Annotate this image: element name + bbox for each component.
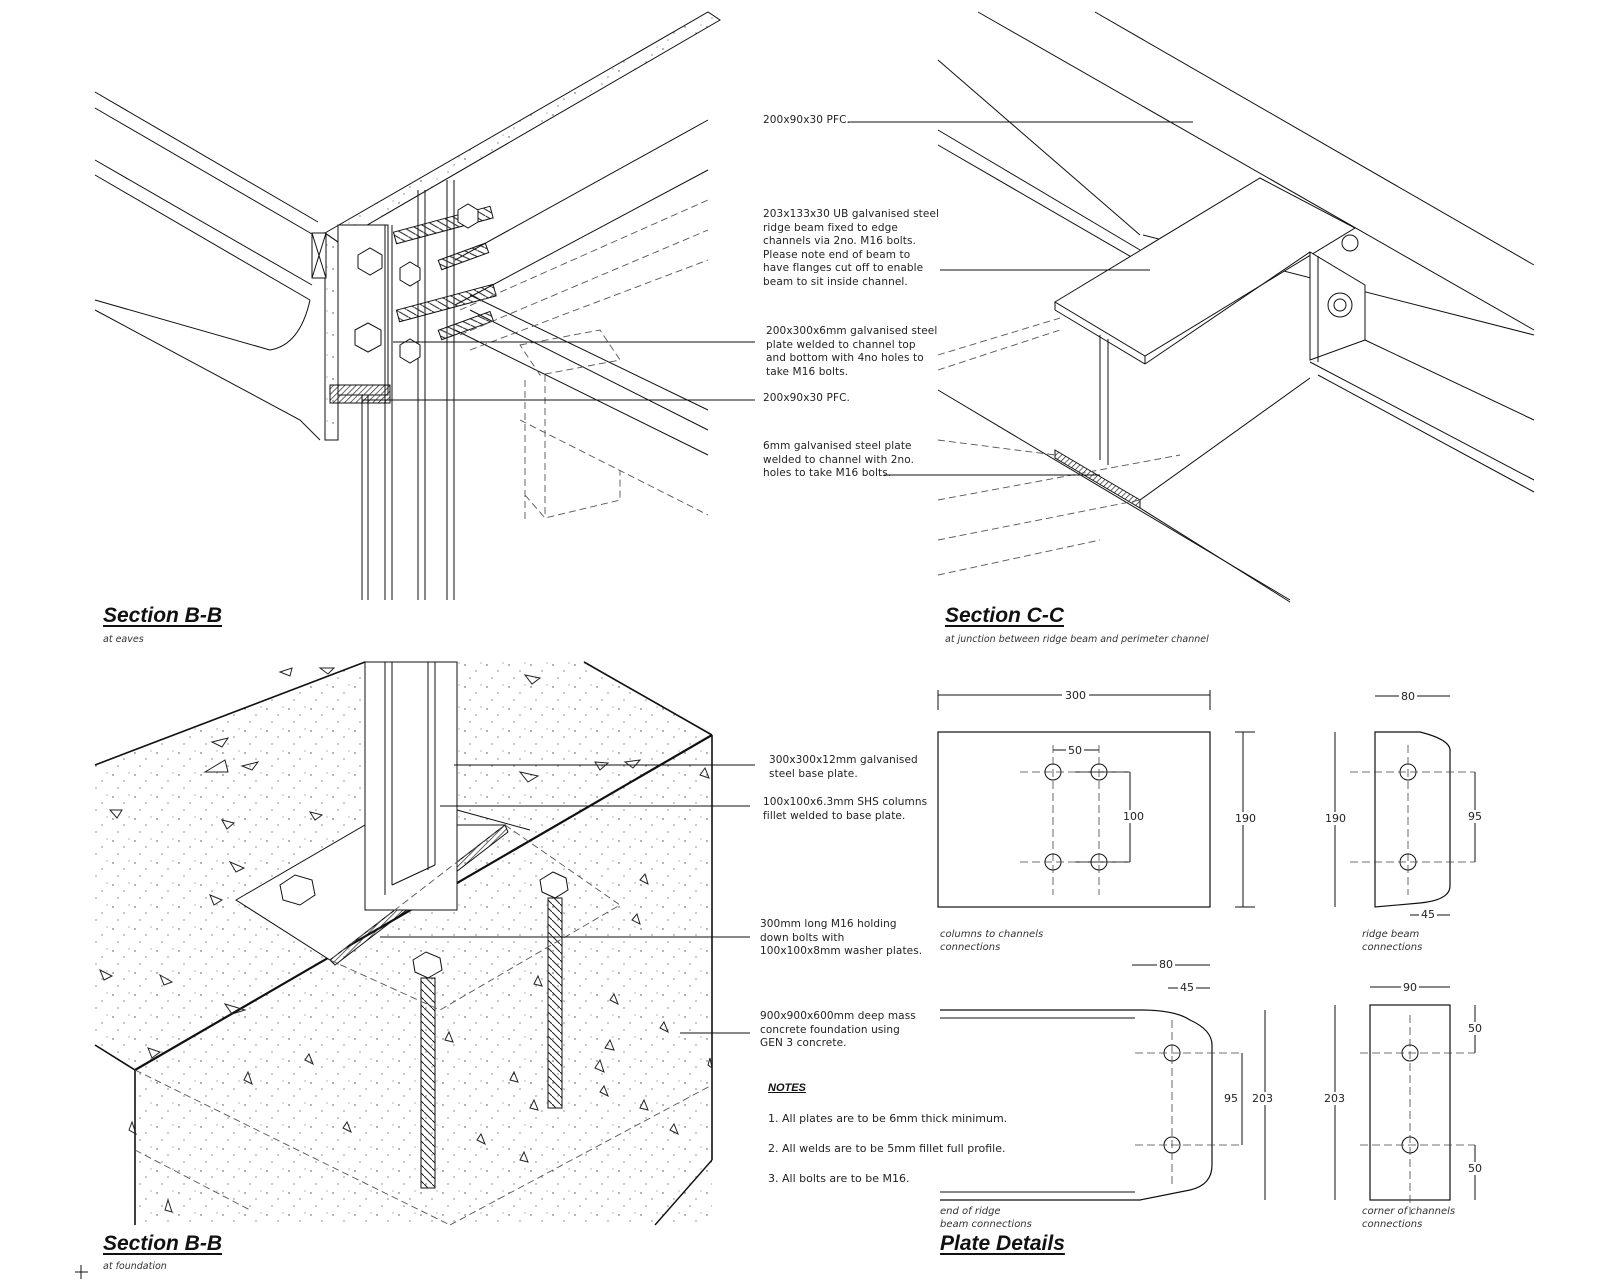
note-item: 1. All plates are to be 6mm thick minimu… bbox=[768, 1112, 1008, 1125]
callout-ub-beam: 203x133x30 UB galvanised steel ridge bea… bbox=[763, 208, 940, 288]
dim-col-hole-y: 100 bbox=[1121, 810, 1146, 823]
dim-corner-bottom: 50 bbox=[1466, 1162, 1484, 1175]
note-item: 3. All bolts are to be M16. bbox=[768, 1172, 910, 1185]
dim-ridge-width: 80 bbox=[1399, 690, 1417, 703]
callout-foundation: 900x900x600mm deep mass concrete foundat… bbox=[760, 1010, 916, 1049]
callout-shs-column: 100x100x6.3mm SHS columns fillet welded … bbox=[763, 796, 928, 822]
callout-base-plate: 300x300x12mm galvanised steel base plate… bbox=[769, 754, 918, 780]
dim-col-width: 300 bbox=[1062, 689, 1089, 702]
dim-ridge-height: 190 bbox=[1323, 812, 1348, 825]
dim-ridge-bottom: 45 bbox=[1419, 908, 1437, 921]
callout-plate-200x300: 200x300x6mm galvanised steel plate welde… bbox=[766, 325, 938, 378]
caption-col-channel: columns to channels connections bbox=[940, 929, 1044, 953]
section-bb-eaves-title: Section B-B bbox=[103, 604, 223, 627]
crosshair-mark bbox=[75, 1265, 88, 1279]
note-item: 2. All welds are to be 5mm fillet full p… bbox=[768, 1142, 1006, 1155]
section-cc-drawing bbox=[937, 11, 1535, 603]
leader-lines bbox=[362, 121, 1193, 1034]
caption-ridge-beam: ridge beam connections bbox=[1362, 929, 1423, 953]
dim-corner-width: 90 bbox=[1401, 981, 1419, 994]
dim-end-width: 80 bbox=[1157, 958, 1175, 971]
plate-details-title: Plate Details bbox=[940, 1232, 1065, 1255]
callout-pfc-eaves: 200x90x30 PFC. bbox=[763, 392, 850, 404]
dim-end-height: 203 bbox=[1250, 1092, 1275, 1105]
notes-heading: NOTES bbox=[768, 1082, 806, 1094]
dim-col-height: 190 bbox=[1233, 812, 1258, 825]
dim-ridge-hole: 95 bbox=[1466, 810, 1484, 823]
plate-details-drawing bbox=[937, 690, 1476, 1201]
section-cc-title: Section C-C bbox=[945, 604, 1065, 627]
caption-end-ridge: end of ridge beam connections bbox=[940, 1206, 1032, 1230]
section-bb-eaves-hidden bbox=[459, 199, 709, 520]
plate-centerlines bbox=[1020, 745, 1475, 1215]
section-bb-foundation-hidden bbox=[134, 824, 713, 1226]
concrete-aggregate-marks bbox=[99, 667, 713, 1213]
caption-corner: corner of channels connections bbox=[1362, 1206, 1456, 1230]
callout-pfc-top: 200x90x30 PFC. bbox=[763, 114, 850, 126]
section-cc-hidden bbox=[937, 317, 1181, 576]
callout-plate-6mm: 6mm galvanised steel plate welded to cha… bbox=[763, 440, 915, 479]
section-bb-eaves-drawing bbox=[94, 11, 721, 600]
dim-corner-top: 50 bbox=[1466, 1022, 1484, 1035]
dim-end-offset: 45 bbox=[1178, 981, 1196, 994]
section-bb-eaves-subtitle: at eaves bbox=[103, 634, 144, 645]
section-bb-foundation-title: Section B-B bbox=[103, 1232, 223, 1255]
section-cc-subtitle: at junction between ridge beam and perim… bbox=[945, 634, 1209, 645]
dim-end-hole: 95 bbox=[1222, 1092, 1240, 1105]
dim-col-hole-x: 50 bbox=[1066, 744, 1084, 757]
callout-holding-down-bolts: 300mm long M16 holding down bolts with 1… bbox=[760, 918, 923, 957]
section-bb-foundation-drawing bbox=[94, 661, 713, 1226]
dim-corner-height: 203 bbox=[1322, 1092, 1347, 1105]
section-bb-foundation-subtitle: at foundation bbox=[103, 1261, 167, 1272]
